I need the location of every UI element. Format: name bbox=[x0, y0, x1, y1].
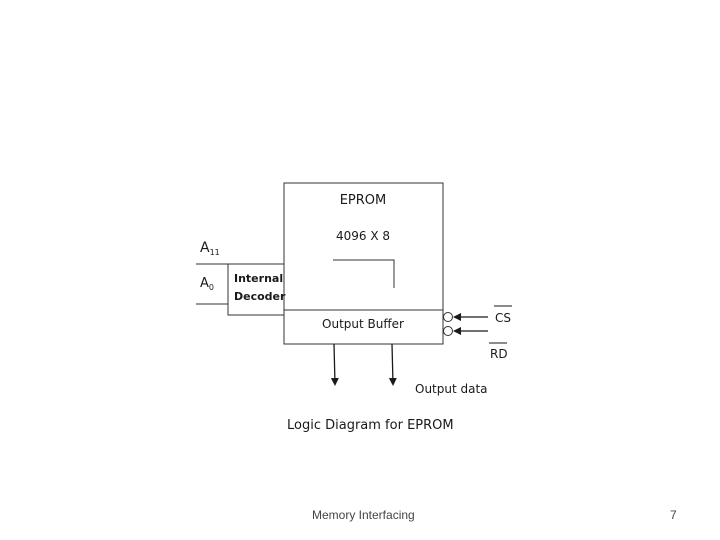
output-data-label: Output data bbox=[415, 382, 488, 396]
address-low-label: A0 bbox=[200, 276, 214, 292]
cs-inversion-bubble bbox=[443, 312, 453, 322]
footer-title: Memory Interfacing bbox=[312, 508, 415, 522]
output-arrow-right bbox=[388, 343, 397, 386]
decoder-block bbox=[227, 263, 285, 316]
output-buffer-label: Output Buffer bbox=[322, 317, 404, 331]
rd-inversion-bubble bbox=[443, 326, 453, 336]
output-buffer-block bbox=[283, 309, 444, 345]
decoder-label-line1: Internal bbox=[234, 272, 283, 285]
decoder-label-line2: Decoder bbox=[234, 290, 286, 303]
capacity-label: 4096 X 8 bbox=[336, 229, 390, 243]
memory-array-symbol bbox=[333, 259, 395, 288]
read-label: RD bbox=[490, 347, 508, 361]
page-number: 7 bbox=[670, 508, 677, 522]
eprom-title: EPROM bbox=[340, 193, 387, 208]
diagram-caption: Logic Diagram for EPROM bbox=[287, 418, 454, 433]
chip-select-label: CS bbox=[495, 311, 511, 325]
address-high-label: A11 bbox=[200, 240, 220, 257]
output-arrow-left bbox=[330, 343, 339, 386]
